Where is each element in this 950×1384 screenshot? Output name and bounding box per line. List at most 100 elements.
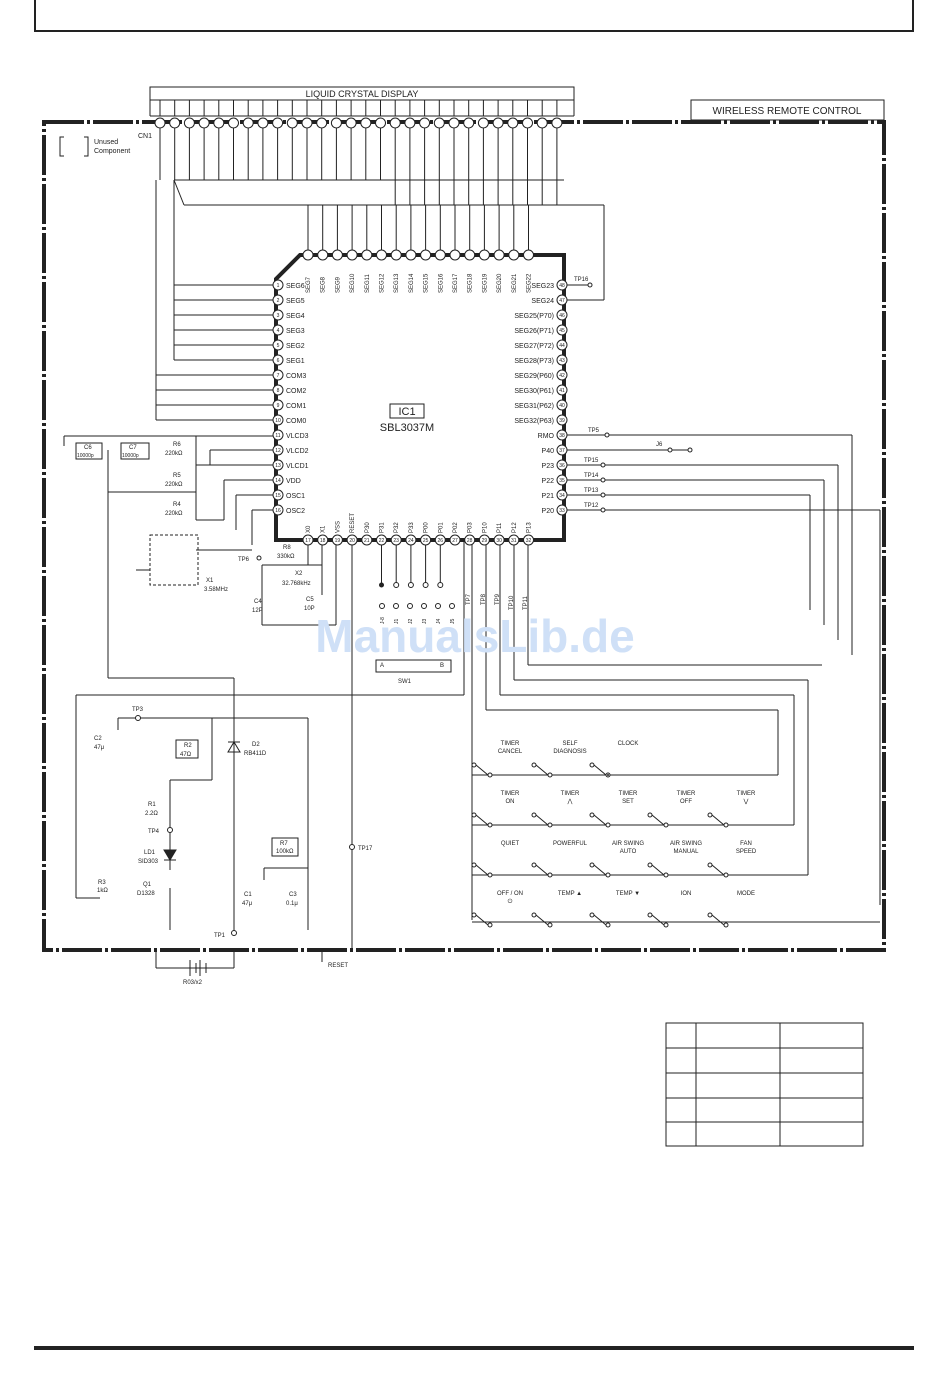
tp17-label: TP17	[358, 846, 373, 852]
ic-top-pin	[331, 249, 343, 261]
ic-bottom-pin-label: P30	[365, 522, 371, 533]
key-switch-arm	[711, 914, 725, 926]
title-box-label: WIRELESS REMOTE CONTROL	[713, 106, 862, 117]
key-contact[interactable]	[663, 822, 669, 828]
ic-bottom-pin-label: P10	[482, 522, 488, 533]
x1-label: X1	[206, 578, 214, 584]
key-contact[interactable]	[605, 922, 611, 928]
key-contact	[589, 862, 595, 868]
ic-top-pin-label: SEG21	[512, 273, 518, 293]
lcd-pin	[463, 117, 475, 129]
ic-bottom-pin-number: 29	[482, 538, 488, 544]
key-switch-arm	[651, 814, 665, 826]
key-contact	[647, 862, 653, 868]
key-contact[interactable]	[723, 872, 729, 878]
key-label: OFF / ON	[497, 891, 523, 897]
key-contact[interactable]	[547, 872, 553, 878]
ic-bottom-pin-number: 28	[467, 538, 473, 544]
q1-value: D1328	[137, 891, 155, 897]
ic-bottom-pin-label: RESET	[350, 513, 356, 533]
jumper-pad-upper	[407, 582, 414, 588]
ic-left-pin	[272, 444, 284, 456]
lcd-pin	[419, 117, 431, 129]
ic-right-pin-number: 47	[559, 298, 565, 304]
ic-bottom-pin-number: 17	[305, 538, 311, 544]
ic-bottom-pins: 17X018X119VSS20RESET21P3022P3123P3224P33…	[302, 513, 534, 588]
ic-top-pin-label: SEG8	[321, 276, 327, 293]
c6-value: 10000p	[77, 453, 94, 459]
key-contact[interactable]	[723, 822, 729, 828]
ic-bottom-pin-number: 23	[393, 538, 399, 544]
r3-value: 1kΩ	[97, 888, 108, 894]
key-contact[interactable]	[487, 772, 493, 778]
ic-left-pin-label: COM0	[286, 418, 306, 425]
r7-value: 100kΩ	[276, 849, 294, 855]
key-contact[interactable]	[487, 922, 493, 928]
ic-right-pin-number: 45	[559, 328, 565, 334]
key-switch-arm	[475, 864, 489, 876]
key-label: AIR SWING	[670, 841, 702, 847]
ic-ref: IC1	[398, 406, 415, 418]
ic-left-pin-label: COM2	[286, 388, 306, 395]
tp14-label: TP14	[584, 473, 599, 479]
key-contact[interactable]	[605, 872, 611, 878]
key-switch-arm	[535, 814, 549, 826]
q1-label: Q1	[143, 882, 152, 888]
lcd-pin	[492, 117, 504, 129]
ic-right-pin-number: 41	[559, 388, 565, 394]
key-label: TIMER	[619, 791, 638, 797]
key-contact[interactable]	[547, 922, 553, 928]
ic-right-pin-number: 39	[559, 418, 565, 424]
d2-value: RB411D	[244, 751, 267, 757]
sw1-a-label: A	[380, 663, 384, 669]
key-switch-arm	[475, 814, 489, 826]
lcd-pin	[551, 117, 563, 129]
ic-left-pin	[272, 459, 284, 471]
key-contact[interactable]	[547, 822, 553, 828]
r7-label: R7	[280, 841, 288, 847]
ic-top-pin	[478, 249, 490, 261]
key-sublabel: ON	[506, 799, 515, 805]
ic-bottom-pin	[508, 534, 520, 546]
ic-left-pin-number: 14	[275, 478, 281, 484]
jumper-label: J4	[436, 619, 442, 625]
ic-top-pin-label: SEG13	[394, 273, 400, 293]
r1-label: R1	[148, 802, 156, 808]
r6-label: R6	[173, 442, 181, 448]
ic-right-pin	[556, 444, 568, 456]
ic-top-pin	[434, 249, 446, 261]
ic-bottom-pin-label: P02	[453, 522, 459, 533]
lcd-label: LIQUID CRYSTAL DISPLAY	[306, 89, 419, 99]
ic-bottom-pin	[449, 534, 461, 546]
ic-left-pin-number: 9	[277, 403, 280, 409]
key-label: CLOCK	[618, 741, 639, 747]
key-label: SELF	[562, 741, 577, 747]
tp10-label: TP10	[509, 595, 515, 610]
jumper-pad-lower	[393, 603, 399, 609]
ic-left-pin-label: COM3	[286, 373, 306, 380]
ic-right-pin	[556, 489, 568, 501]
key-contact[interactable]	[487, 822, 493, 828]
ic-bottom-pin-number: 26	[438, 538, 444, 544]
ic-right-pin	[556, 339, 568, 351]
key-contact[interactable]	[723, 922, 729, 928]
ic-top-pin	[376, 249, 387, 261]
key-contact	[471, 762, 477, 768]
ic-right-pin	[556, 399, 568, 411]
key-contact[interactable]	[663, 922, 669, 928]
key-contact[interactable]	[663, 872, 669, 878]
ic-top-pin	[390, 249, 402, 261]
key-contact[interactable]	[487, 872, 493, 878]
key-sublabel: SET	[622, 799, 634, 805]
r2-value: 47Ω	[180, 752, 192, 758]
key-switch-arm	[593, 764, 607, 776]
ic-left-pin-number: 5	[277, 343, 280, 349]
footer-rule	[34, 1346, 914, 1350]
ic-left-pin-number: 8	[277, 388, 280, 394]
key-contact[interactable]	[605, 822, 611, 828]
key-label: TEMP ▼	[616, 891, 640, 897]
ic-right-pin	[556, 369, 568, 381]
key-contact[interactable]	[547, 772, 553, 778]
ic-top-pin	[508, 249, 520, 261]
ic-right-pin-number: 35	[559, 478, 565, 484]
